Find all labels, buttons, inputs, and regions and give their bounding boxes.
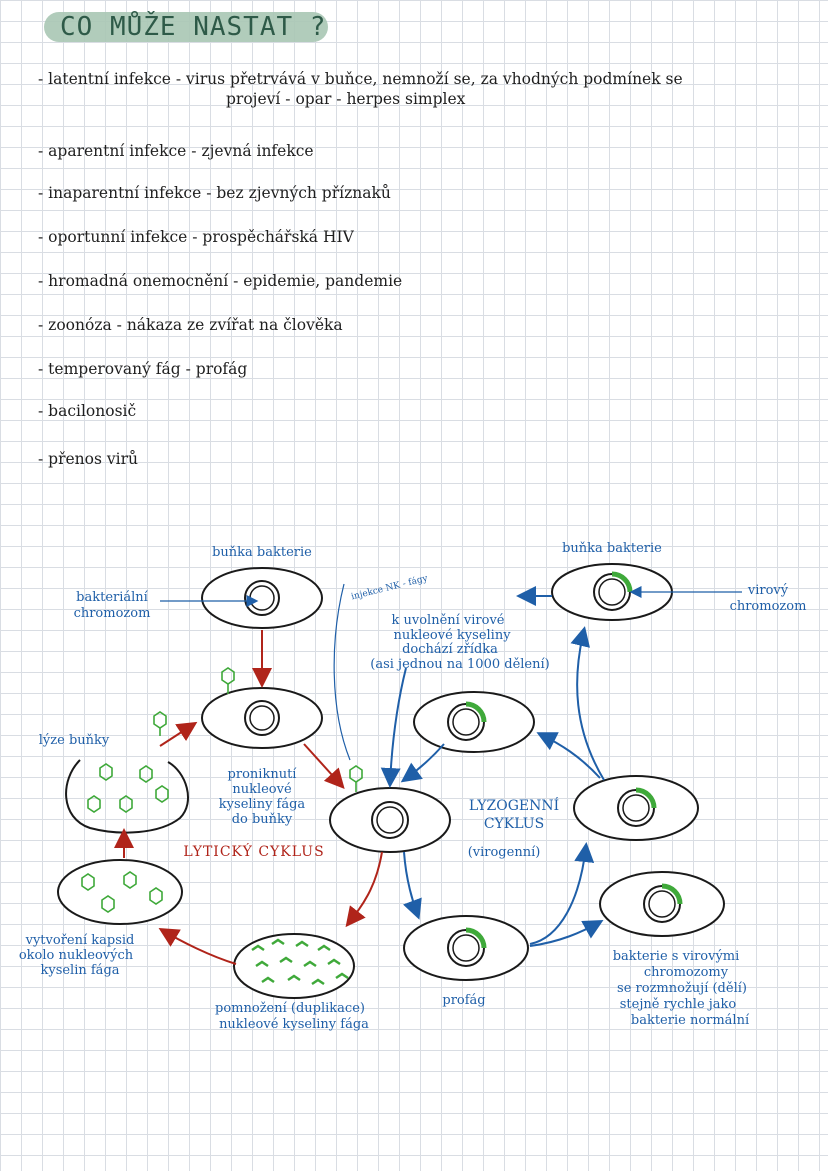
- cell-replication: [233, 933, 355, 999]
- label-cell-top-right: buňka bakterie: [562, 541, 662, 556]
- label-lysogenic-cycle-1: LYZOGENNÍ: [469, 796, 559, 814]
- note-item: - latentní infekce - virus přetrvává v b…: [38, 70, 683, 108]
- cell-center: [329, 787, 451, 853]
- label-capsid-3: kyselin fága: [40, 963, 119, 978]
- cell-prophage: [403, 915, 529, 981]
- label-lytic-cycle: LYTICKÝ CYKLUS: [183, 842, 324, 860]
- label-lysis: lýze buňky: [39, 733, 110, 748]
- label-bacteria-note-3: se rozmnožují (dělí): [617, 981, 747, 996]
- page-title: CO MŮŽE NASTAT ?: [60, 12, 327, 42]
- label-bacteria-note-1: bakterie s virovými: [613, 949, 740, 964]
- label-bacterial-chromosome-2: chromozom: [74, 606, 151, 621]
- note-item: - inaparentní infekce - bez zjevných pří…: [38, 184, 391, 202]
- label-bacteria-note-2: chromozomy: [644, 965, 729, 980]
- note-item: - oportunní infekce - prospěchářská HIV: [38, 228, 354, 246]
- note-item: - hromadná onemocnění - epidemie, pandem…: [38, 272, 403, 290]
- cell-lyso-1: [413, 691, 535, 753]
- label-bacteria-note-5: bakterie normální: [631, 1013, 750, 1028]
- label-injection: injekce NK - fágy: [350, 573, 430, 603]
- label-replication-2: nukleové kyseliny fága: [219, 1017, 369, 1032]
- label-capsid-1: vytvoření kapsid: [25, 933, 135, 948]
- title-highlight: [44, 12, 328, 42]
- label-penetration-1: proniknutí: [228, 767, 298, 782]
- lytic-arrows: [114, 630, 383, 965]
- label-lysogenic-cycle-2: CYKLUS: [484, 816, 544, 832]
- label-penetration-2: nukleové: [232, 782, 292, 797]
- phage-dna-fragments: [251, 938, 349, 986]
- phage-particles: [81, 667, 363, 913]
- label-prophage: profág: [442, 993, 485, 1008]
- label-penetration-3: kyseliny fága: [219, 797, 306, 812]
- lysogenic-arrows: [160, 583, 742, 947]
- note-item: - přenos virů: [38, 450, 138, 468]
- cell-capsid: [57, 859, 183, 925]
- note-item: - zoonóza - nákaza ze zvířat na člověka: [38, 316, 343, 334]
- label-virogenic: (virogenní): [468, 845, 541, 860]
- label-viral-chromosome-1: virový: [747, 583, 789, 598]
- label-replication-1: pomnožení (duplikace): [215, 1001, 365, 1016]
- note-item: - aparentní infekce - zjevná infekce: [38, 142, 314, 160]
- note-item: - bacilonosič: [38, 402, 137, 420]
- note-item: - temperovaný fág - profág: [38, 360, 248, 378]
- cell-top-left: [201, 567, 323, 629]
- label-release-3: dochází zřídka: [402, 642, 498, 657]
- label-bacterial-chromosome-1: bakteriální: [76, 590, 149, 605]
- label-capsid-2: okolo nukleových: [19, 948, 134, 963]
- label-bacteria-note-4: stejně rychle jako: [620, 997, 737, 1012]
- cell-infected: [201, 687, 323, 749]
- label-release-1: k uvolnění virové: [391, 613, 504, 628]
- label-penetration-4: do buňky: [232, 812, 293, 827]
- label-release-2: nukleové kyseliny: [393, 628, 511, 643]
- cell-lyso-2: [573, 775, 699, 841]
- label-cell-top-left: buňka bakterie: [212, 545, 312, 560]
- cell-lyso-3: [599, 871, 725, 937]
- label-viral-chromosome-2: chromozom: [730, 599, 807, 614]
- label-release-4: (asi jednou na 1000 dělení): [370, 657, 549, 672]
